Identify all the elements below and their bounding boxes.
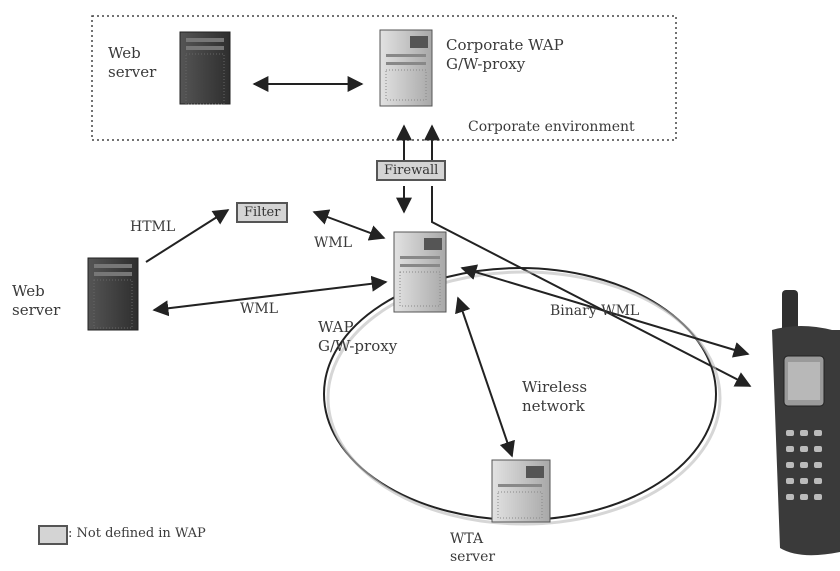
corporate-web-server-label-line1: Web	[108, 44, 141, 62]
wireless-label-line1: Wireless	[522, 378, 588, 396]
legend-text: : Not defined in WAP	[68, 526, 206, 541]
corporate-web-server-label: Web server	[108, 44, 156, 82]
wta-server-icon	[491, 459, 551, 523]
html-arrow	[145, 209, 230, 263]
html-link-label: HTML	[130, 219, 176, 235]
corporate-proxy-label-line1: Corporate WAP	[446, 36, 564, 54]
corporate-web-server-icon	[179, 31, 231, 105]
web-wml-link-label: WML	[240, 301, 279, 317]
corporate-web-server-label-line2: server	[108, 63, 157, 81]
corporate-proxy-label: Corporate WAP G/W-proxy	[446, 36, 564, 74]
wap-gateway-proxy-icon	[393, 231, 447, 313]
mobile-phone-icon	[772, 290, 840, 556]
wireless-label-line2: network	[522, 397, 585, 415]
wta-link-arrow	[455, 296, 515, 458]
wap-proxy-label-line1: WAP	[318, 318, 354, 336]
corporate-wap-proxy-icon	[379, 29, 433, 107]
web-server-label-line2: server	[12, 301, 61, 319]
web-server-icon	[87, 257, 139, 331]
legend-swatch	[38, 525, 68, 545]
wta-server-label: WTA server	[450, 530, 495, 566]
corporate-binary-link	[431, 186, 752, 387]
binary-wml-link-label: Binary WML	[550, 303, 640, 319]
web-wml-arrow	[152, 275, 388, 317]
filter-wml-link-label: WML	[314, 235, 353, 251]
corporate-environment-box	[91, 15, 677, 141]
corporate-environment-label: Corporate environment	[468, 119, 635, 135]
binary-wml-arrow	[460, 264, 750, 358]
web-server-label-line1: Web	[12, 282, 45, 300]
firewall-box: Firewall	[376, 160, 447, 181]
wta-label-line1: WTA	[450, 531, 484, 547]
wap-proxy-label-line2: G/W-proxy	[318, 337, 398, 355]
wireless-network-label: Wireless network	[522, 378, 587, 416]
wta-label-line2: server	[450, 549, 496, 565]
wap-proxy-label: WAP G/W-proxy	[318, 318, 397, 356]
web-server-label: Web server	[12, 282, 60, 320]
filter-wml-arrow	[312, 209, 386, 241]
corporate-proxy-label-line2: G/W-proxy	[446, 55, 526, 73]
filter-box: Filter	[236, 202, 289, 223]
